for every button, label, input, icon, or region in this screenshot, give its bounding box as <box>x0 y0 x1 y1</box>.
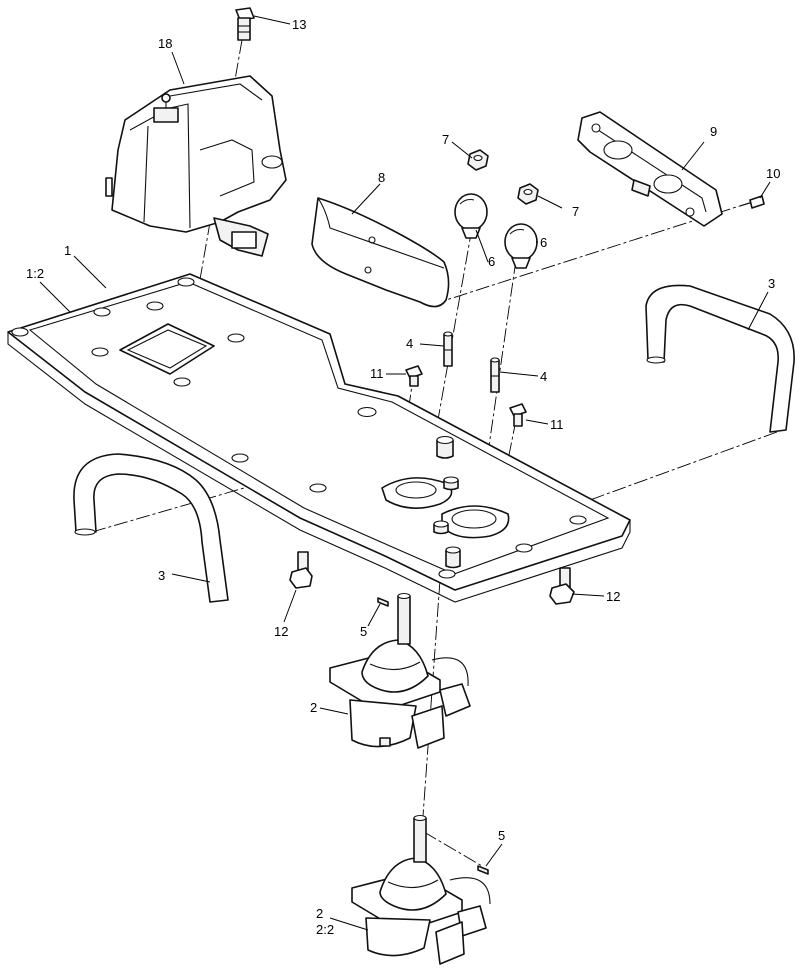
callout-11-right: 11 <box>550 417 564 432</box>
callout-5-upper: 5 <box>360 624 367 639</box>
nut-7-right <box>517 183 539 205</box>
callout-1-2: 1:2 <box>26 266 44 281</box>
callout-12-right: 12 <box>606 589 620 604</box>
callout-4-upper: 4 <box>406 336 413 351</box>
callout-6-right: 6 <box>540 235 547 250</box>
callout-13: 13 <box>292 17 306 32</box>
knob-6-left <box>454 193 488 239</box>
callout-labels: 13 18 1 1:2 8 7 7 9 10 6 6 4 4 11 11 3 3… <box>26 17 780 937</box>
knob-6-right <box>504 223 538 269</box>
joystick-2-upper <box>329 592 471 749</box>
nut-7-left <box>467 149 489 171</box>
joystick-2-lower <box>351 814 491 965</box>
callout-6-left: 6 <box>488 254 495 269</box>
bracket-9 <box>577 111 723 227</box>
callout-8: 8 <box>378 170 385 185</box>
callout-12-left: 12 <box>274 624 288 639</box>
callout-10: 10 <box>766 166 780 181</box>
leader-lines <box>39 15 771 931</box>
callout-3-left: 3 <box>158 568 165 583</box>
bolt-11-left <box>405 365 423 387</box>
handle-tube-3-right <box>645 284 795 433</box>
callout-2-lower: 2 <box>316 906 323 921</box>
bolt-13 <box>235 7 255 41</box>
callout-3-right: 3 <box>768 276 775 291</box>
pin-5-upper <box>377 597 389 607</box>
callout-11-left: 11 <box>370 366 384 381</box>
callout-5-lower: 5 <box>498 828 505 843</box>
callout-7-right: 7 <box>572 204 579 219</box>
callout-7-left: 7 <box>442 132 449 147</box>
callout-18: 18 <box>158 36 172 51</box>
arm-pad-8 <box>311 197 450 308</box>
callout-2-2: 2:2 <box>316 922 334 937</box>
bolt-12-right <box>549 567 575 605</box>
callout-4-lower: 4 <box>540 369 547 384</box>
handle-tube-3-left <box>73 453 229 603</box>
bolt-11-right <box>509 403 527 427</box>
screw-10 <box>739 195 765 209</box>
callout-9: 9 <box>710 124 717 139</box>
control-module <box>105 75 287 257</box>
bolt-12-left <box>289 551 313 589</box>
stud-4-upper <box>443 331 453 367</box>
callout-2-upper: 2 <box>310 700 317 715</box>
stud-4-lower <box>490 357 500 393</box>
callout-1: 1 <box>64 243 71 258</box>
mounting-plate <box>7 273 631 603</box>
pin-5-lower <box>477 865 489 875</box>
